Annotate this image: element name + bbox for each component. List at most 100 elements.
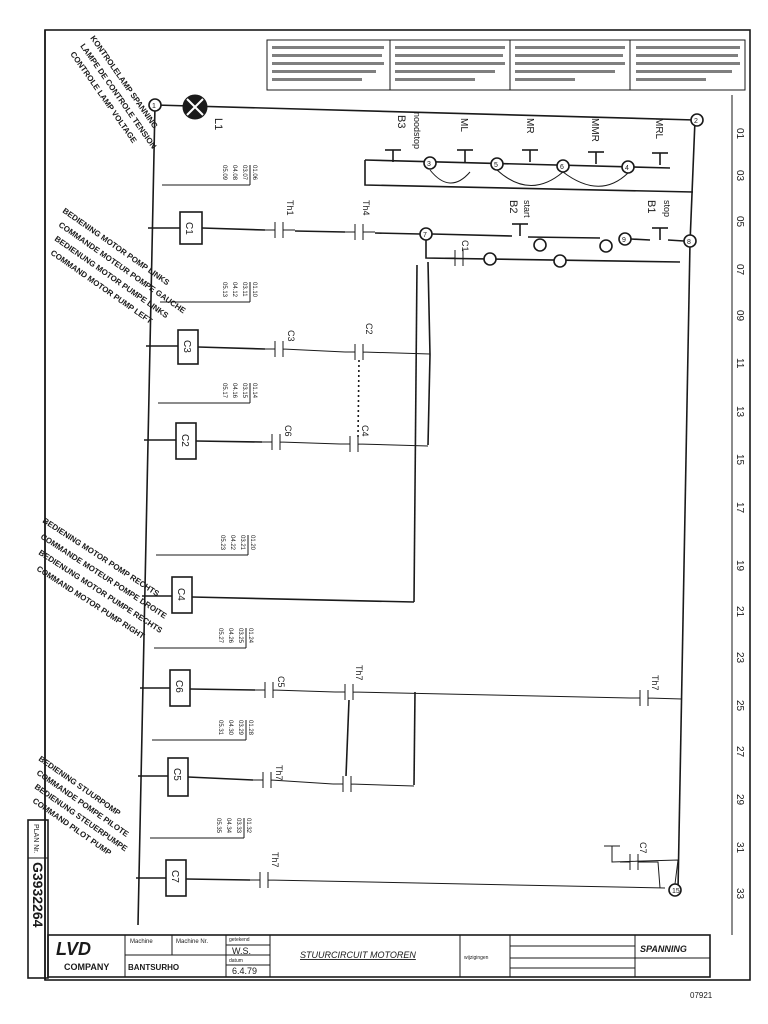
svg-text:03.25: 03.25 — [237, 628, 243, 644]
svg-text:04.16: 04.16 — [231, 383, 237, 399]
svg-text:03.07: 03.07 — [241, 165, 247, 181]
svg-text:04.30: 04.30 — [227, 720, 233, 736]
machine-nr-label: Machine Nr. — [176, 939, 208, 945]
datum-value: 6.4.79 — [232, 966, 257, 976]
relay-label: C2 — [364, 323, 374, 335]
spanning-label: SPANNING — [640, 944, 687, 954]
contact-ref-c6: 01.24 03.25 04.26 05.27 — [154, 628, 253, 649]
company-word: COMPANY — [64, 962, 109, 972]
rung-c6: C6 C5 Th7 Th7 — [140, 665, 683, 786]
contact-ref-c1: 01.06 03.07 04.08 05.09 — [162, 165, 257, 186]
svg-text:05.17: 05.17 — [221, 383, 227, 399]
column-number: 13 — [734, 406, 745, 418]
selector-label-mr: MR — [524, 118, 535, 134]
column-number: 31 — [734, 842, 745, 854]
lamp-l1: L1 — [182, 94, 224, 130]
relay-label: C5 — [276, 676, 286, 688]
contact-ref-c4: 01.20 03.21 04.22 05.23 — [156, 535, 255, 556]
drawing-frame — [44, 29, 751, 981]
svg-text:05.31: 05.31 — [217, 720, 223, 736]
svg-text:04.26: 04.26 — [227, 628, 233, 644]
svg-text:03.33: 03.33 — [235, 818, 241, 834]
place-name: BANTSURHO — [128, 963, 179, 972]
wire-label: 9 — [622, 237, 626, 244]
column-number-strip: 01 03 05 07 09 11 13 15 17 19 21 23 25 2… — [734, 128, 745, 900]
column-number: 05 — [734, 216, 745, 228]
coil-label: C1 — [183, 222, 194, 235]
relay-label: C6 — [283, 425, 293, 437]
svg-text:01.20: 01.20 — [249, 535, 255, 551]
stop-label: stop — [662, 200, 672, 217]
drawing-number-strip: PLAN Nr. G3932264 — [27, 819, 49, 979]
column-number: 19 — [734, 560, 745, 572]
rung-c1: C1 Th1 Th4 7 start B2 9 stop B1 8 C1 — [148, 200, 697, 268]
column-number: 27 — [734, 746, 745, 758]
datum-label: datum — [229, 958, 243, 964]
column-number: 15 — [734, 454, 745, 466]
wire-label: 7 — [423, 232, 427, 239]
rung-c2: C2 C6 C4 — [144, 422, 429, 460]
svg-text:03.29: 03.29 — [237, 720, 243, 736]
svg-text:04.12: 04.12 — [231, 282, 237, 298]
svg-text:05.13: 05.13 — [221, 282, 227, 298]
lamp-label: L1 — [212, 118, 224, 130]
notes-header — [266, 39, 746, 91]
svg-text:01.24: 01.24 — [247, 628, 253, 644]
wire-label: 5 — [494, 162, 498, 169]
contact-ref-c7: 01.32 03.33 04.34 05.35 — [150, 818, 251, 839]
noodstop-button: noodstop B3 — [385, 112, 422, 162]
svg-text:05.09: 05.09 — [221, 165, 227, 181]
coil-label: C7 — [169, 870, 180, 883]
drawing-title: STUURCIRCUIT MOTOREN — [300, 950, 416, 960]
column-number: 11 — [734, 358, 745, 369]
rung-c7: C7 Th7 15 C7 — [136, 842, 682, 897]
column-number: 09 — [734, 310, 745, 322]
coil-label: C6 — [173, 680, 184, 693]
relay-label: Th7 — [274, 765, 284, 781]
relay-label: Th7 — [650, 675, 660, 691]
function-annotations: KONTROLELAMP SPANNING LAMPE DE CONTROLE … — [31, 34, 188, 858]
contact-ref-c2: 01.14 03.15 04.16 05.17 — [158, 383, 257, 404]
column-number: 17 — [734, 502, 745, 514]
plan-label: PLAN Nr. — [32, 824, 39, 853]
relay-label: Th7 — [270, 852, 280, 868]
column-number: 07 — [734, 264, 745, 276]
column-number: 29 — [734, 794, 745, 806]
column-number: 25 — [734, 700, 745, 712]
start-label: start — [522, 200, 532, 218]
selector-label-mrl: MRL — [653, 118, 664, 140]
getekend-value: W.S. — [232, 946, 251, 956]
column-number: 21 — [734, 606, 745, 618]
svg-text:05.27: 05.27 — [217, 628, 223, 644]
contact-ref-c3: 01.10 03.11 04.12 05.13 — [160, 282, 257, 303]
svg-text:04.08: 04.08 — [231, 165, 237, 181]
wire-label: 6 — [560, 164, 564, 171]
rung-c4: C4 — [142, 264, 418, 614]
left-bus-label: 1 — [152, 103, 156, 110]
svg-text:01.10: 01.10 — [251, 282, 257, 298]
relay-label: C4 — [360, 425, 370, 437]
relay-label: C3 — [286, 330, 296, 342]
wire-label: 15 — [672, 888, 680, 895]
svg-text:04.22: 04.22 — [229, 535, 235, 551]
wire-label: 3 — [427, 161, 431, 168]
coil-label: C4 — [175, 588, 186, 601]
relay-label: Th7 — [354, 665, 364, 681]
annotation: LAMPE DE CONTROLE TENSION — [78, 42, 158, 151]
column-number: 23 — [734, 652, 745, 664]
relay-label: C7 — [638, 842, 648, 854]
annotation: CONTROLE LAMP VOLTAGE — [68, 50, 138, 145]
right-bus-label: 2 — [694, 118, 698, 125]
wire-label: 8 — [687, 239, 691, 246]
relay-label: Th4 — [361, 200, 371, 216]
svg-text:05.23: 05.23 — [219, 535, 225, 551]
wijzigingen-label: wijzigingen — [464, 955, 489, 961]
start-code: B2 — [507, 200, 519, 213]
machine-label: Machine — [130, 939, 153, 945]
coil-label: C3 — [181, 340, 192, 353]
column-number: 01 — [734, 128, 745, 140]
relay-label: C1 — [460, 240, 470, 252]
power-buses: 1 2 — [137, 98, 704, 926]
column-number: 33 — [734, 888, 745, 900]
